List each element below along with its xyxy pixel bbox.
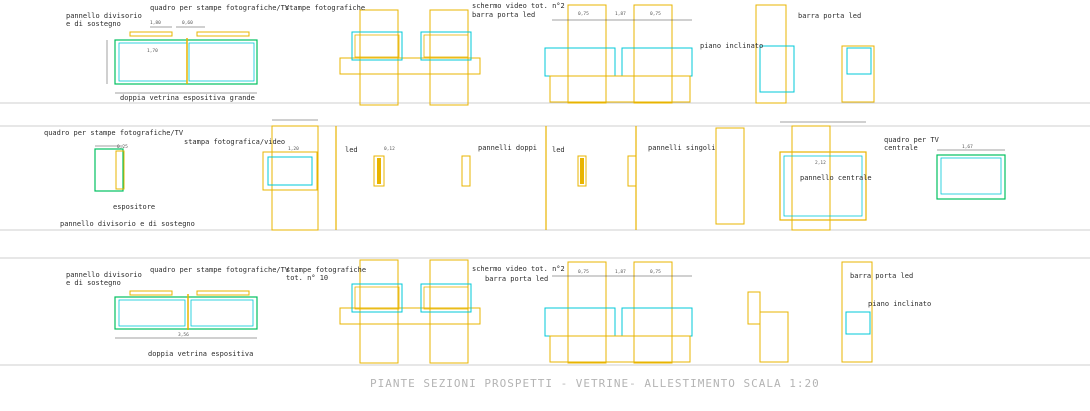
row2-photo-panel [262, 119, 319, 231]
row1-dim-075b: 0,75 [650, 11, 661, 17]
row3-quadro-label: quadro per stampe fotografiche/TV [150, 266, 290, 274]
row3-dim-075a: 0,75 [578, 269, 589, 275]
row1-dim-180: 1,80 [150, 20, 161, 26]
row2-quadro-tv-label: quadro per TV [884, 136, 940, 144]
row3-dim-356: 3,56 [178, 332, 189, 338]
row1-schermo-label: schermo video tot. n°2 [472, 2, 565, 10]
row1-barra2-label: barra porta led [798, 12, 861, 20]
row2-dim-212: 2,12 [815, 160, 826, 166]
row2-espositore-label: espositore [113, 203, 155, 211]
row2-double-panels [335, 126, 547, 230]
row2-pannelli-singoli-label: pannelli singoli [648, 144, 715, 152]
row2-pannello-label: pannello divisorio e di sostegno [60, 220, 195, 228]
row1-dim-170: 1,70 [147, 48, 158, 54]
row2-stampa-label: stampa fotografica/video [184, 138, 285, 146]
row2-display-stand [94, 145, 125, 192]
row1-quadro-label: quadro per stampe fotografiche/TV [150, 4, 290, 12]
row1-pannello-label: pannello divisorio [66, 12, 142, 20]
row3-caption: doppia vetrina espositiva [148, 350, 253, 358]
row3-dim-075b: 0,75 [650, 269, 661, 275]
row1-caption: doppia vetrina espositiva grande [120, 94, 255, 102]
row1-dim-187: 1,87 [615, 11, 626, 17]
row3-barra2-label: barra porta led [850, 272, 913, 280]
row3-schermo-label: schermo video tot. n°2 [472, 265, 565, 273]
row3-pannello-label-2: e di sostegno [66, 279, 121, 287]
row1-photo-displays [339, 9, 481, 106]
row1-dim-075a: 0,75 [578, 11, 589, 17]
row2-led-label-1: led [345, 146, 358, 154]
row3-pannello-label: pannello divisorio [66, 271, 142, 279]
row3-double-showcase [114, 290, 258, 339]
row2-pannelli-doppi-label: pannelli doppi [478, 144, 537, 152]
row3-stampe-label: stampe fotografiche [286, 266, 366, 274]
row2-centrale-label: centrale [884, 144, 918, 152]
row1-side-section [755, 4, 875, 104]
row2-led-label-2: led [552, 146, 565, 154]
sheet-title: PIANTE SEZIONI PROSPETTI - VETRINE- ALLE… [370, 377, 820, 390]
row1-front-elevation [544, 4, 693, 104]
row1-double-showcase [106, 26, 258, 94]
row3-front-elevation [544, 261, 693, 364]
row2-dim-025: 0,25 [117, 144, 128, 150]
row2-pannello-centrale-label: pannello centrale [800, 174, 872, 182]
row1-piano-label: piano inclinato [700, 42, 763, 50]
row3-photo-displays [339, 259, 481, 364]
row2-dim-120: 1,20 [288, 146, 299, 152]
row1-pannello-label-2: e di sostegno [66, 20, 121, 28]
row1-barra-label: barra porta led [472, 11, 535, 19]
row2-quadro-label: quadro per stampe fotografiche/TV [44, 129, 184, 137]
row3-side-section [747, 261, 873, 363]
band-lines [0, 102, 1090, 366]
row2-dim-012: 0,12 [384, 146, 395, 152]
row2-tv-frame [936, 149, 1006, 200]
row3-barra-label: barra porta led [485, 275, 548, 283]
row3-piano-label: piano inclinato [868, 300, 931, 308]
row2-single-panels [577, 126, 637, 230]
row1-stampe-label: stampe fotografiche [285, 4, 365, 12]
row3-tot-label: tot. n° 10 [286, 274, 328, 282]
row2-central-panel [715, 121, 867, 231]
row3-dim-187: 1,87 [615, 269, 626, 275]
row2-dim-167: 1,67 [962, 144, 973, 150]
row1-dim-060: 0,60 [182, 20, 193, 26]
